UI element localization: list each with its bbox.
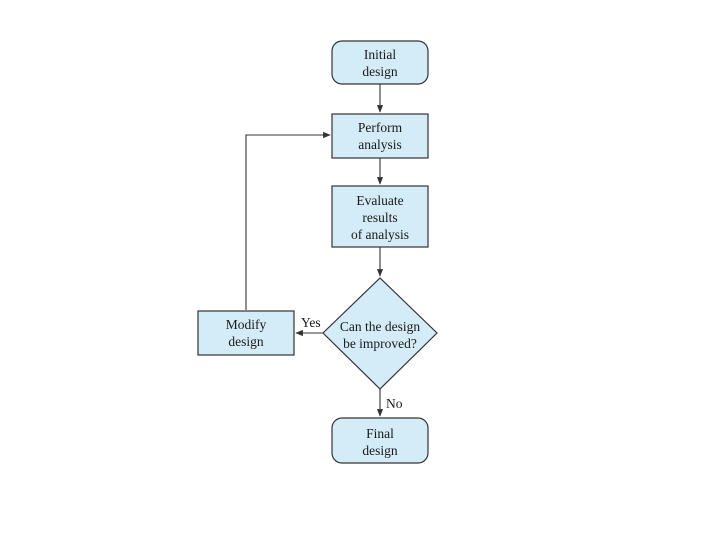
node-initial-design: Initial design (331, 40, 429, 85)
node-modify-design: Modify design (197, 310, 295, 356)
node-evaluate-line-1: Evaluate (356, 193, 403, 208)
node-decision: Can the design be improved? (322, 277, 438, 390)
node-perform-line-2: analysis (358, 137, 402, 152)
node-initial-line-1: Initial (364, 47, 396, 62)
node-perform-line-1: Perform (358, 120, 403, 135)
no-label: No (386, 396, 403, 411)
node-modify-line-2: design (228, 334, 263, 349)
node-final-design: Final design (331, 417, 429, 464)
node-decision-line-1: Can the design (340, 319, 420, 334)
node-evaluate-line-3: of analysis (351, 227, 409, 242)
node-modify-line-1: Modify (226, 317, 267, 332)
node-initial-line-2: design (362, 64, 397, 79)
node-final-line-2: design (362, 443, 397, 458)
edge-modify-to-perform (245, 131, 331, 310)
node-evaluate-results: Evaluate results of analysis (331, 185, 429, 248)
node-perform-analysis: Perform analysis (331, 113, 429, 159)
node-evaluate-line-2: results (362, 210, 397, 225)
node-final-line-1: Final (366, 426, 394, 441)
yes-label: Yes (301, 315, 321, 330)
node-decision-line-2: be improved? (343, 336, 417, 351)
